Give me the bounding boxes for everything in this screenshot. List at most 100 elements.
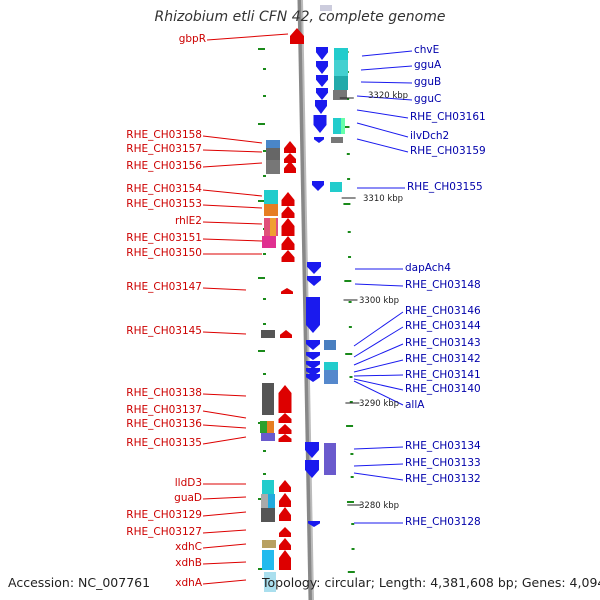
- forward-gene-arrow: [279, 493, 291, 507]
- gene-label-RHE_CH03157[interactable]: RHE_CH03157: [126, 143, 202, 155]
- right-tick: [343, 203, 351, 205]
- reverse-gene-arrow: [306, 374, 320, 382]
- gene-label-RHE_CH03161[interactable]: RHE_CH03161: [410, 111, 486, 123]
- gene-label-rhlE2[interactable]: rhlE2: [174, 215, 202, 227]
- domain-box: [262, 480, 274, 494]
- forward-gene-arrow: [281, 236, 295, 250]
- left-leader-line: [202, 579, 247, 585]
- gene-label-RHE_CH03138[interactable]: RHE_CH03138: [126, 387, 202, 399]
- gene-label-RHE_CH03135[interactable]: RHE_CH03135: [126, 437, 202, 449]
- gene-label-RHE_CH03155[interactable]: RHE_CH03155: [407, 181, 483, 193]
- gene-label-xdhA[interactable]: xdhA: [175, 577, 202, 589]
- left-tick: [263, 95, 266, 97]
- right-tick: [348, 301, 352, 303]
- gene-label-allA[interactable]: allA: [405, 399, 425, 411]
- gene-label-gguB[interactable]: gguB: [414, 76, 442, 88]
- map-title: Rhizobium etli CFN 42, complete genome: [154, 9, 446, 25]
- forward-gene-arrow: [284, 153, 296, 163]
- right-leader-line: [353, 463, 404, 467]
- genome-axis: [297, 0, 314, 600]
- right-tick: [346, 153, 350, 155]
- gene-label-RHE_CH03148[interactable]: RHE_CH03148: [405, 279, 481, 291]
- left-leader-line: [202, 135, 263, 144]
- gene-label-RHE_CH03159[interactable]: RHE_CH03159: [410, 145, 486, 157]
- gene-label-RHE_CH03147[interactable]: RHE_CH03147: [126, 281, 202, 293]
- gene-label-chvE[interactable]: chvE: [414, 44, 440, 56]
- right-leader-line: [356, 138, 409, 153]
- gene-label-xdhB[interactable]: xdhB: [175, 557, 202, 569]
- domain-box: [260, 421, 267, 433]
- left-leader-line: [202, 410, 247, 419]
- reverse-gene-arrow: [305, 460, 319, 478]
- gene-label-RHE_CH03136[interactable]: RHE_CH03136: [126, 418, 202, 430]
- gene-label-gguA[interactable]: gguA: [414, 59, 442, 71]
- gene-label-RHE_CH03156[interactable]: RHE_CH03156: [126, 160, 202, 172]
- domain-box: [324, 443, 336, 475]
- gene-label-dapAch4[interactable]: dapAch4: [405, 262, 451, 274]
- gene-label-RHE_CH03132[interactable]: RHE_CH03132: [405, 473, 481, 485]
- forward-gene-arrow: [278, 434, 292, 442]
- left-tick: [258, 48, 265, 50]
- gene-label-RHE_CH03140[interactable]: RHE_CH03140: [405, 383, 481, 395]
- right-tick: [347, 571, 355, 573]
- gene-label-gguC[interactable]: gguC: [414, 93, 442, 105]
- gene-label-RHE_CH03137[interactable]: RHE_CH03137: [126, 404, 202, 416]
- gene-label-xdhC[interactable]: xdhC: [175, 541, 202, 553]
- gene-label-RHE_CH03141[interactable]: RHE_CH03141: [405, 369, 481, 381]
- left-leader-line: [202, 496, 247, 500]
- right-tick: [351, 523, 355, 525]
- gene-label-gbpR[interactable]: gbpR: [178, 33, 206, 45]
- gene-label-RHE_CH03151[interactable]: RHE_CH03151: [126, 232, 202, 244]
- right-leader-line: [353, 378, 404, 391]
- domain-box: [330, 182, 342, 192]
- gene-label-RHE_CH03150[interactable]: RHE_CH03150: [126, 247, 202, 259]
- scale-label-3280: 3280 kbp: [359, 501, 400, 511]
- reverse-gene-arrow: [316, 61, 328, 74]
- gene-label-RHE_CH03144[interactable]: RHE_CH03144: [405, 320, 481, 332]
- domain-box: [324, 340, 336, 350]
- gene-label-guaD[interactable]: guaD: [174, 492, 202, 504]
- right-tick: [348, 326, 352, 328]
- left-tick: [263, 298, 266, 300]
- right-tick: [344, 280, 352, 282]
- gene-label-RHE_CH03128[interactable]: RHE_CH03128: [405, 516, 481, 528]
- reverse-gene-arrow: [316, 75, 328, 87]
- right-tick: [342, 126, 350, 128]
- gene-label-RHE_CH03158[interactable]: RHE_CH03158: [126, 129, 202, 141]
- gene-label-RHE_CH03154[interactable]: RHE_CH03154: [126, 183, 202, 195]
- right-tick: [351, 548, 355, 550]
- gene-label-RHE_CH03133[interactable]: RHE_CH03133: [405, 457, 481, 469]
- gene-label-RHE_CH03129[interactable]: RHE_CH03129: [126, 509, 202, 521]
- domain-box: [266, 160, 280, 174]
- right-leader-line: [353, 343, 404, 366]
- gene-label-RHE_CH03153[interactable]: RHE_CH03153: [126, 198, 202, 210]
- domain-box: [261, 330, 275, 338]
- gene-label-RHE_CH03142[interactable]: RHE_CH03142: [405, 353, 481, 365]
- gene-label-RHE_CH03143[interactable]: RHE_CH03143: [405, 337, 481, 349]
- gene-label-RHE_CH03146[interactable]: RHE_CH03146: [405, 305, 481, 317]
- domain-box: [341, 118, 345, 134]
- gene-label-RHE_CH03145[interactable]: RHE_CH03145: [126, 325, 202, 337]
- right-leader-line: [353, 326, 404, 358]
- left-tick: [258, 568, 265, 570]
- left-leader-line: [202, 393, 247, 397]
- reverse-gene-arrow: [306, 340, 320, 350]
- forward-gene-arrow: [281, 192, 295, 206]
- gene-features: [260, 5, 348, 592]
- gene-label-lldD3[interactable]: lldD3: [174, 477, 202, 489]
- right-tick: [346, 425, 354, 427]
- right-tick: [349, 401, 353, 403]
- gene-label-RHE_CH03127[interactable]: RHE_CH03127: [126, 526, 202, 538]
- reverse-gene-arrow: [314, 137, 324, 143]
- left-leader-line: [202, 189, 263, 197]
- domain-box: [261, 508, 275, 522]
- gene-label-RHE_CH03134[interactable]: RHE_CH03134: [405, 440, 481, 452]
- forward-gene-arrow: [284, 141, 296, 153]
- reverse-gene-arrow: [306, 361, 320, 369]
- domain-box: [267, 421, 274, 433]
- gene-label-ilvDch2[interactable]: ilvDch2: [410, 130, 450, 142]
- forward-gene-arrow: [279, 507, 291, 521]
- left-tick: [263, 253, 266, 255]
- right-tick: [347, 231, 351, 233]
- domain-box: [261, 494, 268, 508]
